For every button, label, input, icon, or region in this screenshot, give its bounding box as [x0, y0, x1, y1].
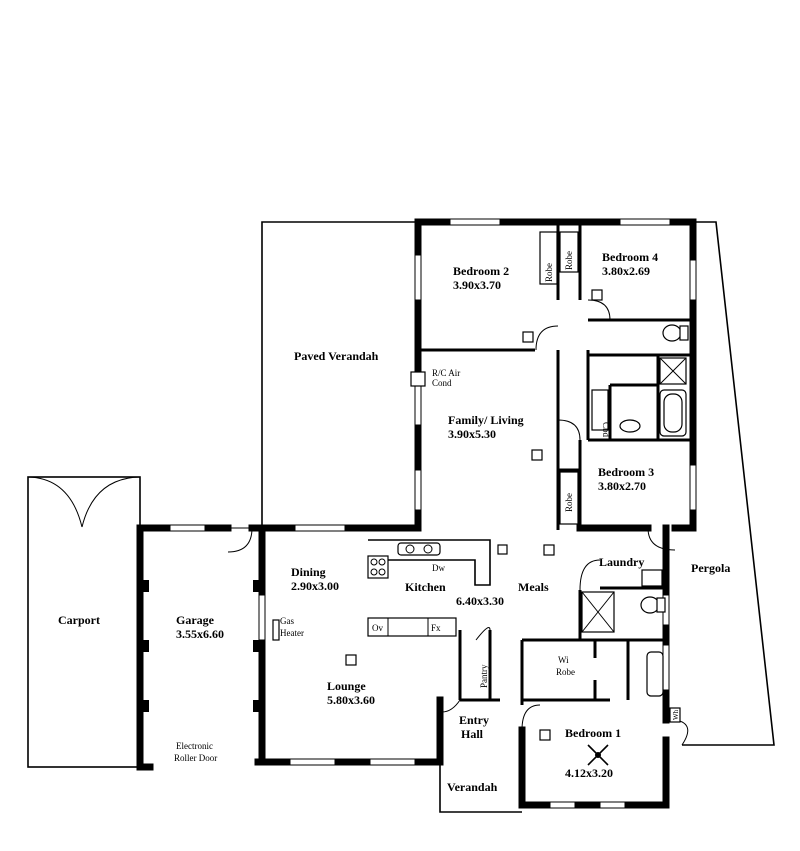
garage-name: Garage: [176, 613, 215, 627]
robe-label-1: Robe: [544, 263, 554, 282]
cbd-label: Cbd: [601, 422, 611, 438]
floor-vents: [345, 289, 603, 741]
interior-walls: [416, 225, 690, 705]
robe-label-3: Robe: [564, 493, 574, 512]
gas-label: Gas: [280, 616, 294, 626]
walk-in-robe-label: Robe: [556, 667, 575, 677]
dining-dims: 2.90x3.00: [291, 579, 339, 593]
dishwasher-label: Dw: [432, 563, 445, 573]
walk-in-label: Wi: [558, 655, 569, 665]
robes: [539, 231, 579, 525]
bedroom2-dims: 3.90x3.70: [453, 278, 501, 292]
carport-label: Carport: [58, 613, 100, 627]
lounge-name: Lounge: [327, 679, 366, 693]
bedroom3-name: Bedroom 3: [598, 465, 654, 479]
garage-wall-blocks: [140, 580, 262, 712]
roller-door-label: Roller Door: [174, 753, 217, 763]
heater-label: Heater: [280, 628, 304, 638]
hall-label: Hall: [461, 727, 484, 741]
family-living-dims: 3.90x5.30: [448, 427, 496, 441]
bedroom2-name: Bedroom 2: [453, 264, 509, 278]
meals-name: Meals: [518, 580, 549, 594]
bathroom-fixtures: [581, 324, 689, 723]
pergola-outline: [682, 221, 775, 746]
bedroom4-name: Bedroom 4: [602, 250, 658, 264]
meals-dims: 6.40x3.30: [456, 594, 504, 608]
water-heater-label: Wh: [672, 709, 680, 720]
windows: [169, 218, 697, 809]
electronic-label: Electronic: [176, 741, 213, 751]
dining-name: Dining: [291, 565, 326, 579]
doors: [227, 299, 689, 746]
bedroom3-dims: 3.80x2.70: [598, 479, 646, 493]
bedroom1-dims: 4.12x3.20: [565, 766, 613, 780]
verandah-label: Verandah: [447, 780, 498, 794]
kitchen-label: Kitchen: [405, 580, 446, 594]
garage-dims: 3.55x6.60: [176, 627, 224, 641]
ac-unit: [410, 371, 426, 387]
robe-label-2: Robe: [564, 251, 574, 270]
bedroom4-dims: 3.80x2.69: [602, 264, 650, 278]
laundry-label: Laundry: [599, 555, 644, 569]
pergola-label: Pergola: [691, 561, 730, 575]
paved-verandah-outline: [261, 221, 418, 528]
cond-label: Cond: [432, 378, 452, 388]
rc-air-label: R/C Air: [432, 368, 460, 378]
verandah-outline: [439, 760, 522, 813]
family-living-name: Family/ Living: [448, 413, 524, 427]
oven-label: Ov: [372, 623, 383, 633]
entry-label: Entry: [459, 713, 489, 727]
pantry-label: Pantry: [479, 664, 489, 688]
lounge-dims: 5.80x3.60: [327, 693, 375, 707]
fridge-label: Fx: [431, 623, 441, 633]
kitchen-fixtures: [272, 539, 491, 641]
paved-verandah-label: Paved Verandah: [294, 349, 379, 363]
ceiling-fan-icon: [587, 744, 609, 766]
bedroom1-name: Bedroom 1: [565, 726, 621, 740]
